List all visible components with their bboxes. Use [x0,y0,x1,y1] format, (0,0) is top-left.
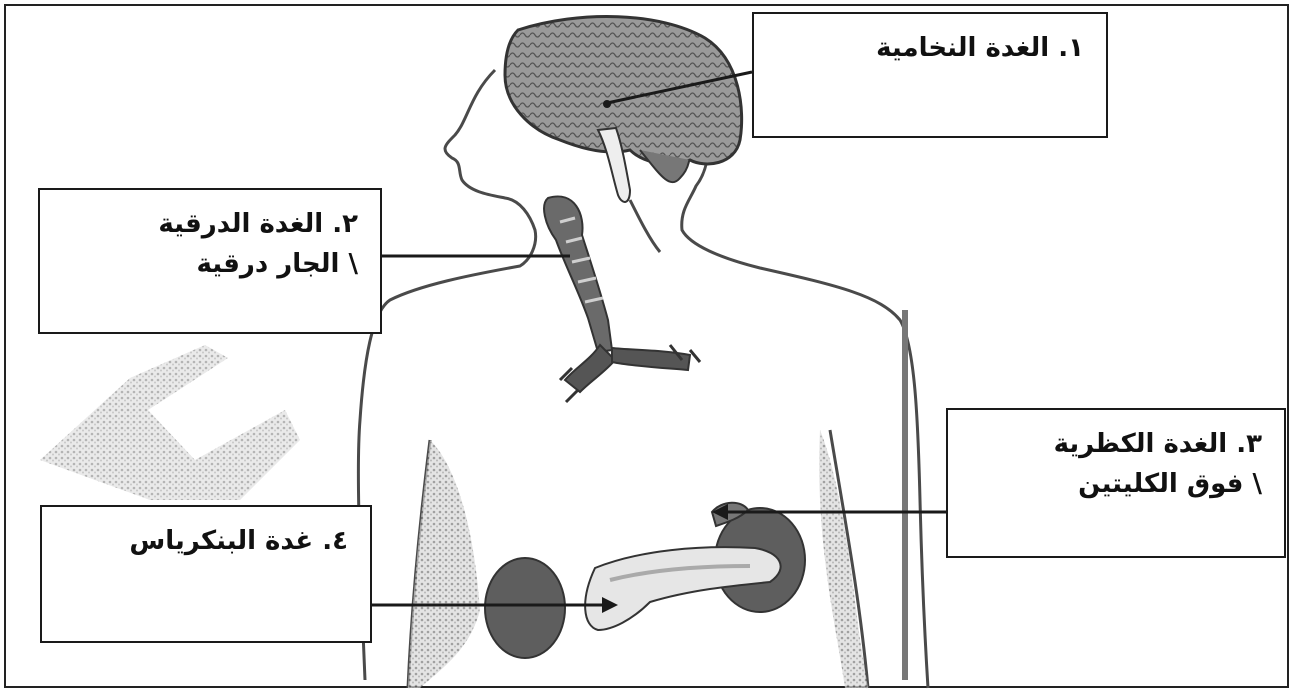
body-shading-left [408,440,480,688]
label-pancreas: ٤. غدة البنكرياس [40,505,372,643]
spine-line [902,310,908,680]
trachea [544,196,700,402]
label-name: الغدة الكظرية [1054,429,1228,459]
label-alt: \ فوق الكليتين [970,464,1262,504]
body-shading-right [819,430,868,688]
background-stipple [40,345,300,500]
label-alt: \ الجار درقية [62,244,358,284]
label-number: ١. [1058,33,1084,63]
pituitary-dot [603,100,611,108]
label-pituitary: ١. الغدة النخامية [752,12,1108,138]
label-number: ٢. [332,209,358,239]
label-name: الغدة النخامية [876,33,1049,63]
label-name: غدة البنكرياس [129,526,313,556]
label-adrenal: ٣. الغدة الكظرية \ فوق الكليتين [946,408,1286,558]
label-number: ٤. [322,526,348,556]
label-name: الغدة الدرقية [158,209,323,239]
kidney-left [485,558,565,658]
label-number: ٣. [1236,429,1262,459]
label-thyroid: ٢. الغدة الدرقية \ الجار درقية [38,188,382,334]
brain [505,17,742,202]
